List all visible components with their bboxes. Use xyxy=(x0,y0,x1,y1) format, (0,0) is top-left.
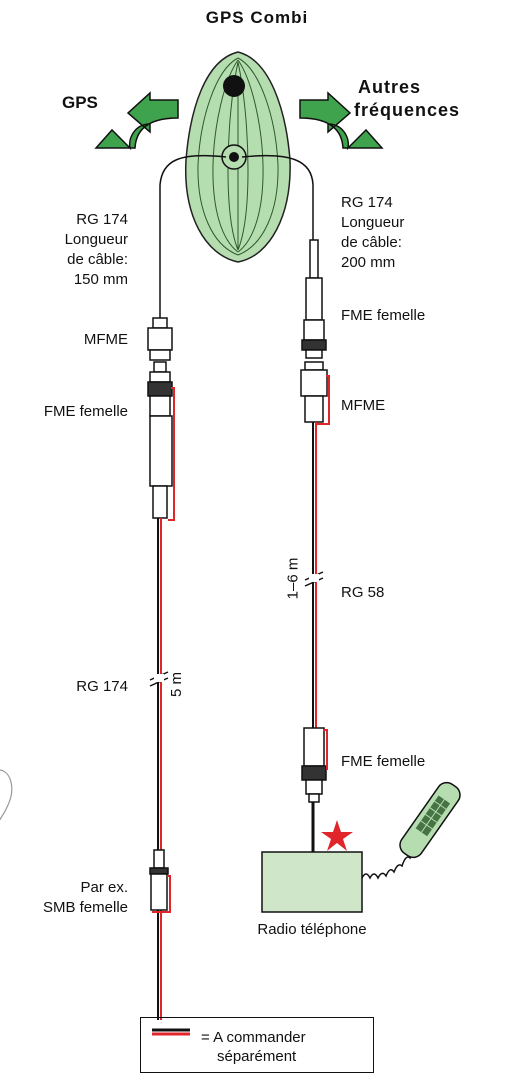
left-cable-length-label: Longueur xyxy=(64,231,128,248)
legend-swatch xyxy=(152,1028,190,1036)
left-cable-type: RG 174 xyxy=(76,211,128,228)
right-connector-fme-top: FME femelle xyxy=(341,307,426,324)
legend-text-1: = A commander xyxy=(201,1029,306,1046)
gps-label: GPS xyxy=(62,93,98,112)
left-connector-fme: FME femelle xyxy=(43,403,128,420)
left-end-label2: SMB femelle xyxy=(42,899,128,916)
diagram-title: GPS Combi xyxy=(205,8,309,27)
left-long-cable xyxy=(149,518,169,1020)
left-mfme-connector xyxy=(147,317,173,361)
other-label-2: fréquences xyxy=(354,100,461,120)
gps-arrow xyxy=(94,91,179,151)
right-short-cable xyxy=(241,154,314,240)
handset-cord xyxy=(361,846,417,880)
right-cable-length-label2: de câble: xyxy=(341,234,402,251)
left-short-cable xyxy=(159,154,227,318)
right-mfme-connector xyxy=(300,361,330,425)
radio-telephone-unit xyxy=(261,851,363,913)
right-long-cable-label: RG 58 xyxy=(341,584,385,601)
left-end-label1: Par ex. xyxy=(80,879,128,896)
left-cable-length: 5 m xyxy=(168,671,186,698)
right-cable-length: 1–6 m xyxy=(284,557,302,600)
left-connector-mfme: MFME xyxy=(83,331,128,348)
left-long-cable-label: RG 174 xyxy=(76,678,128,695)
left-cable-length-label2: de câble: xyxy=(67,251,128,268)
other-frequencies-arrow xyxy=(299,91,384,151)
smb-connector xyxy=(149,849,171,913)
left-fme-connector xyxy=(147,361,175,521)
right-cable-type: RG 174 xyxy=(341,194,393,211)
device-label: Radio téléphone xyxy=(257,921,367,938)
right-connector-mfme: MFME xyxy=(341,397,386,414)
legend-box: = A commander séparément xyxy=(140,1017,374,1073)
right-fme-top-connector xyxy=(301,239,327,359)
right-long-cable xyxy=(304,422,324,728)
right-cable-length-label: Longueur xyxy=(341,214,405,231)
antenna xyxy=(185,51,291,263)
left-cable-length-value: 150 mm xyxy=(73,271,128,288)
handset xyxy=(399,781,461,859)
cropped-edge-element xyxy=(0,769,13,821)
right-cable-length-value: 200 mm xyxy=(341,254,396,271)
right-connector-fme-bottom: FME femelle xyxy=(341,753,426,770)
other-label-1: Autres xyxy=(358,77,422,97)
antenna-top-knob xyxy=(223,75,245,97)
legend-text-2: séparément xyxy=(217,1048,297,1065)
right-fme-bottom-connector xyxy=(301,727,328,803)
star-marker xyxy=(321,820,353,851)
